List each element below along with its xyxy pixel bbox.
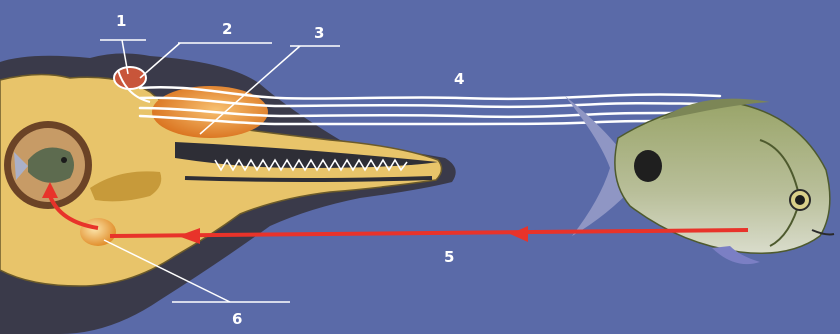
inner-ear bbox=[80, 218, 116, 246]
lower-jaw bbox=[185, 178, 432, 180]
label-4: 4 bbox=[454, 70, 464, 88]
label-3: 3 bbox=[314, 24, 324, 42]
label-5: 5 bbox=[444, 248, 454, 266]
fish-tail-spot bbox=[634, 150, 662, 182]
label-6: 6 bbox=[232, 310, 242, 328]
label-1: 1 bbox=[116, 12, 126, 30]
label-2: 2 bbox=[222, 20, 232, 38]
